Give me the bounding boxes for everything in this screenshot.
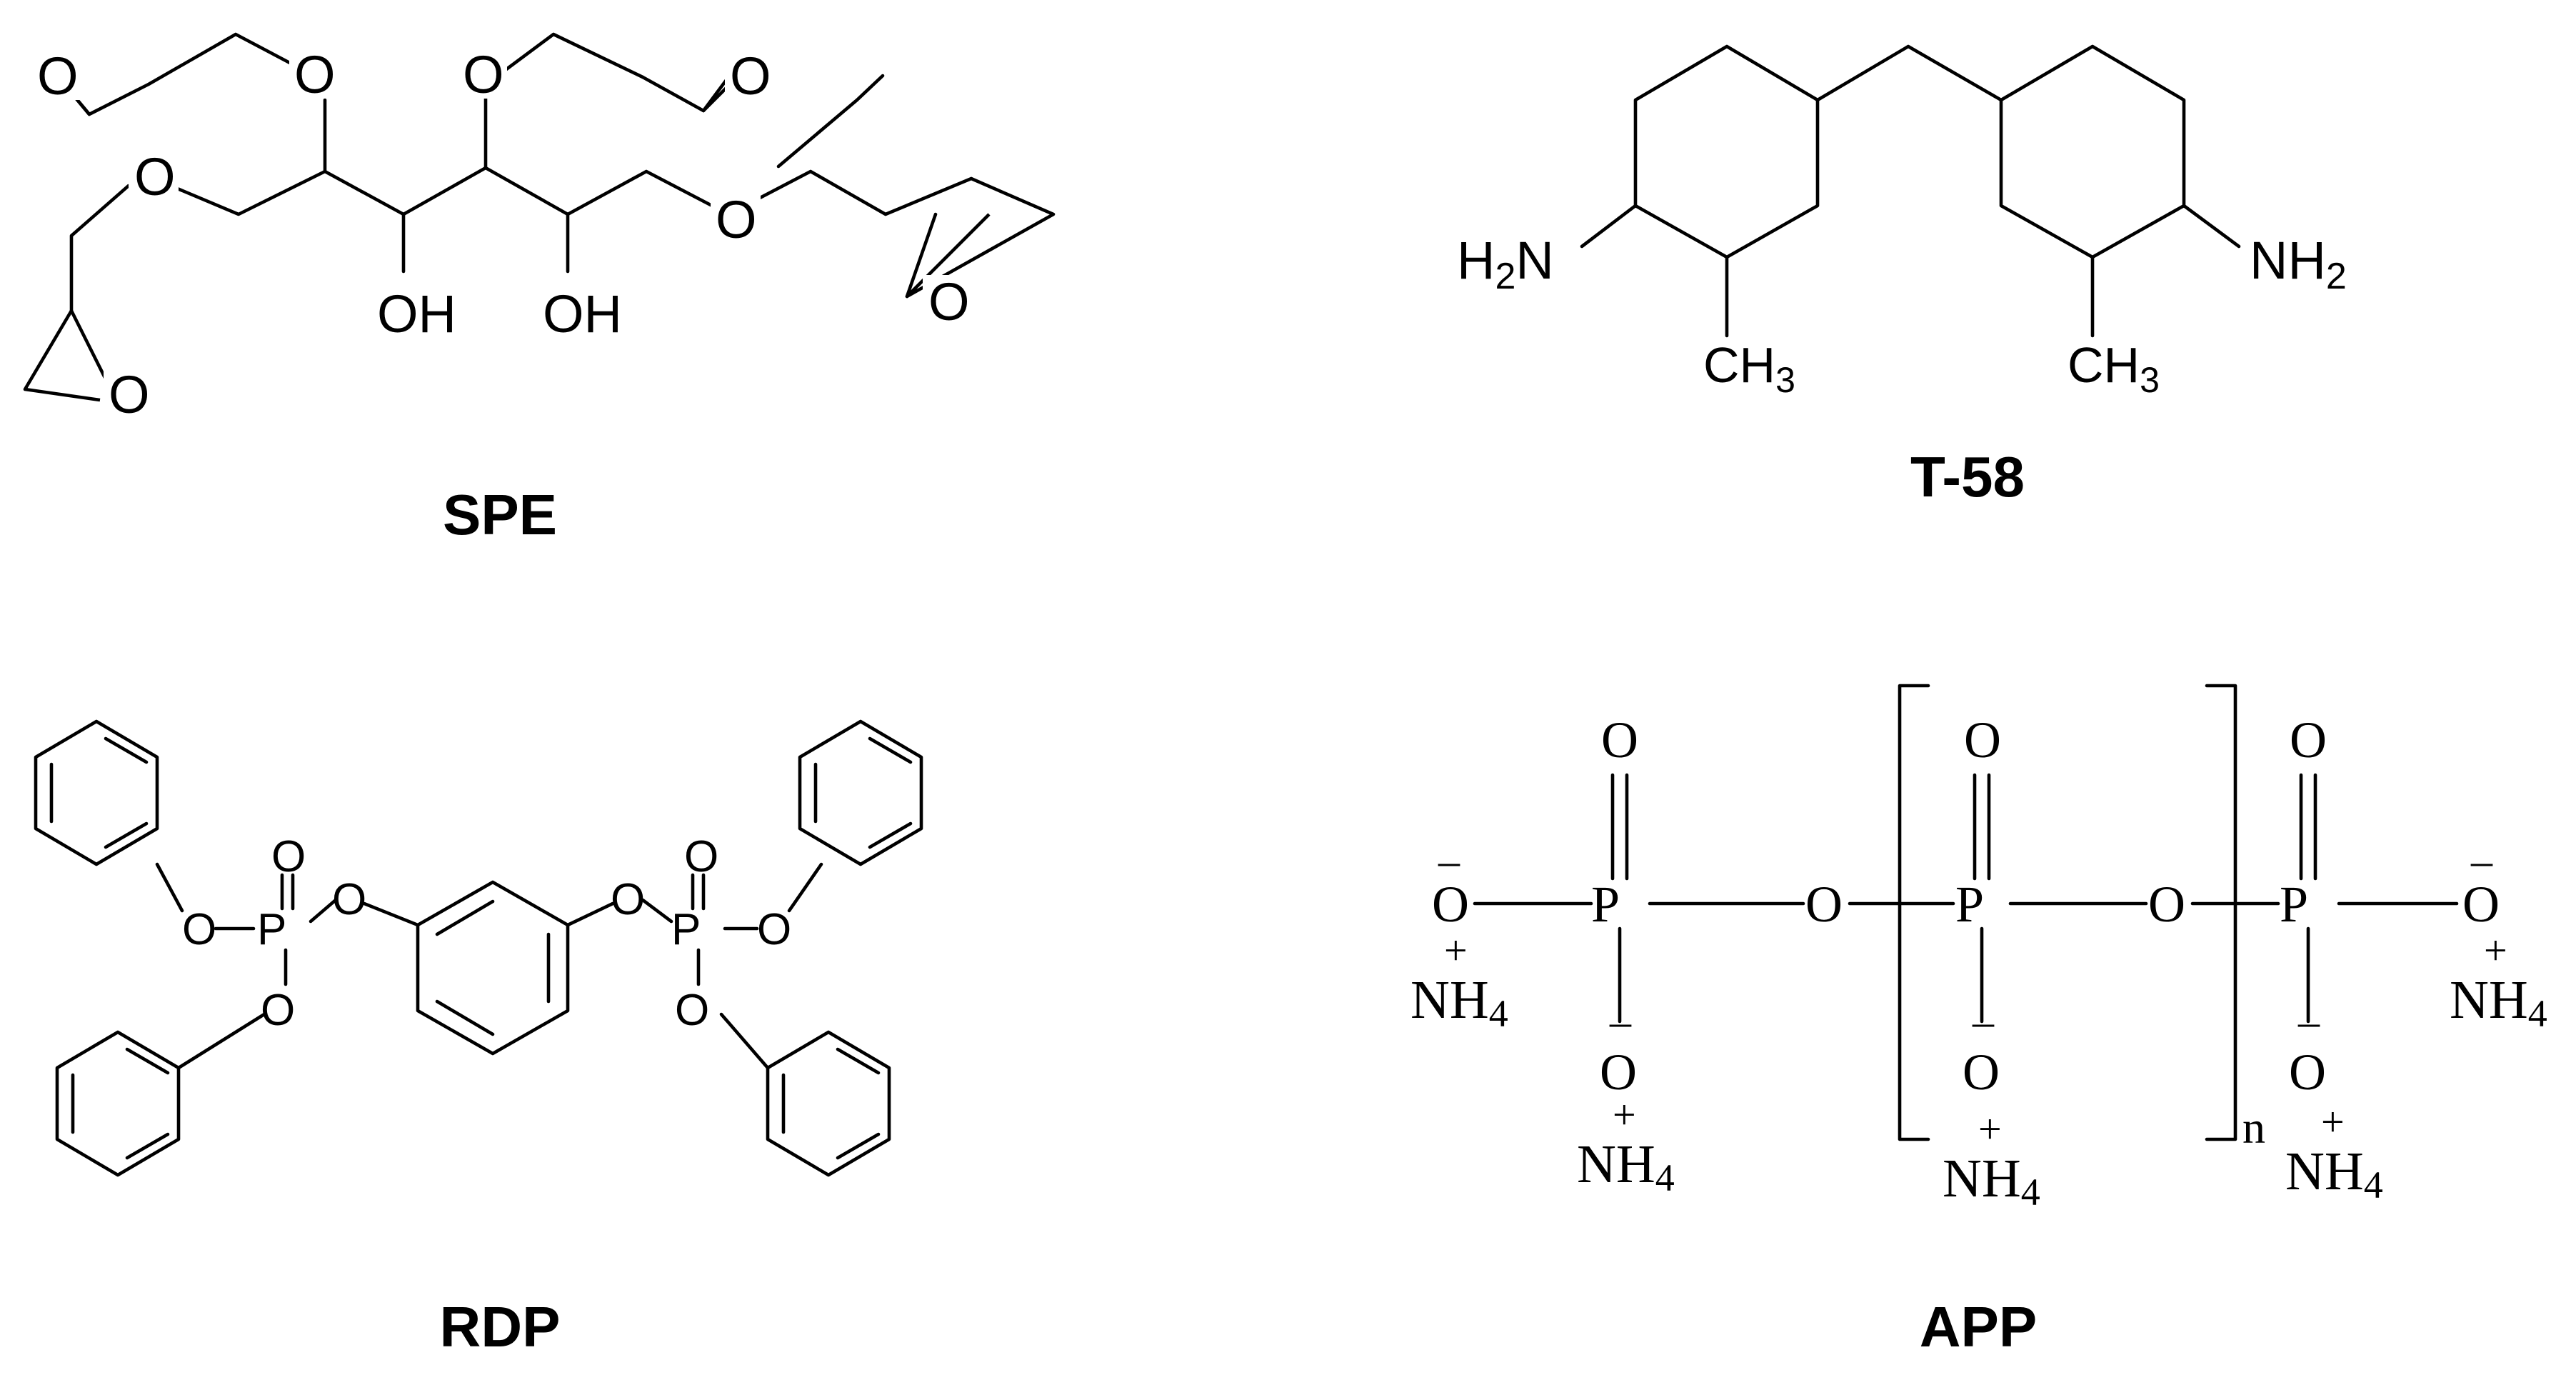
- app-ammonium: NH4: [2285, 1141, 2383, 1206]
- app-ammonium: NH4: [1943, 1149, 2040, 1214]
- spe-epoxide-rings: [23, 70, 1055, 402]
- app-atom-labels: P P P O O O O O O – O – O – O – O – + NH…: [1410, 711, 2547, 1214]
- spe-hydroxyl-label: OH: [543, 284, 622, 344]
- t58-amine-left-subscript: 2: [1495, 256, 1515, 297]
- app-repeat-n: n: [2242, 1102, 2265, 1153]
- app-phosphorus-label: P: [2280, 876, 2308, 933]
- rdp-phosphorus-label: P: [671, 905, 701, 954]
- rdp-oxygen-label: O: [182, 905, 216, 954]
- spe-atom-labels: O O O O O O O O OH OH: [32, 45, 973, 424]
- app-ammonium-subscript: 4: [1489, 992, 1508, 1035]
- app-ammonium-subscript: 4: [1655, 1156, 1675, 1199]
- spe-oxygen-label: O: [294, 45, 336, 104]
- rdp-title: RDP: [440, 1295, 561, 1359]
- rdp-oxygen-label: O: [271, 832, 306, 881]
- rdp-oxygen-label: O: [332, 875, 366, 924]
- rdp-structure: O P O O O O P O O O RDP: [34, 719, 923, 1359]
- spe-oxygen-label: O: [928, 272, 970, 331]
- rdp-bonds: [34, 719, 923, 1177]
- app-minus-sign: –: [1609, 998, 1632, 1045]
- app-plus-sign: +: [1978, 1106, 2002, 1152]
- t58-amine-left-n: N: [1515, 231, 1553, 290]
- app-ammonium: NH4: [1410, 970, 1508, 1035]
- t58-amine-left-h: H2N: [1457, 231, 1554, 297]
- app-minus-sign: –: [2470, 837, 2493, 884]
- app-oxygen-label: O: [2462, 876, 2500, 933]
- rdp-phosphorus-label: P: [257, 905, 286, 954]
- t58-bonds: [1580, 44, 2241, 338]
- app-plus-sign: +: [1613, 1091, 1636, 1138]
- spe-title: SPE: [443, 483, 557, 546]
- app-bonds: [1473, 684, 2459, 1141]
- t58-atom-labels: H2N NH2 CH3 CH3: [1457, 231, 2347, 400]
- spe-oxygen-label: O: [730, 46, 771, 106]
- app-ammonium-text: NH: [1577, 1134, 1655, 1194]
- app-oxygen-label: O: [1805, 876, 1843, 933]
- app-oxygen-label: O: [1601, 711, 1638, 769]
- t58-methyl-right-text: CH: [2068, 337, 2140, 393]
- app-phosphorus-label: P: [1591, 876, 1620, 933]
- rdp-oxygen-label: O: [261, 986, 295, 1035]
- spe-structure: O O O O O O O O OH OH SPE: [23, 32, 1056, 546]
- app-ammonium: NH4: [1577, 1134, 1675, 1199]
- app-oxygen-label: O: [1964, 711, 2001, 769]
- t58-methyl-left-text: CH: [1703, 337, 1775, 393]
- app-phosphorus-label: P: [1955, 876, 1984, 933]
- app-ammonium: NH4: [2450, 970, 2547, 1035]
- app-minus-sign: –: [2297, 998, 2320, 1045]
- spe-oxygen-label: O: [37, 46, 79, 106]
- app-ammonium-text: NH: [2450, 970, 2528, 1030]
- spe-oxygen-label: O: [109, 365, 150, 424]
- t58-methyl-left: CH3: [1703, 337, 1795, 400]
- app-ammonium-text: NH: [2285, 1141, 2364, 1201]
- app-ammonium-subscript: 4: [2021, 1171, 2040, 1214]
- app-title: APP: [1920, 1295, 2038, 1359]
- spe-oxygen-label: O: [463, 45, 504, 104]
- spe-oxygen-label: O: [716, 190, 757, 249]
- t58-amine-left-h-text: H: [1457, 231, 1495, 290]
- app-oxygen-label: O: [1432, 876, 1469, 933]
- t58-methyl-left-subscript: 3: [1775, 360, 1795, 400]
- app-oxygen-label: O: [2290, 711, 2327, 769]
- app-oxygen-label: O: [2148, 876, 2185, 933]
- spe-oxygen-label: O: [134, 147, 176, 206]
- app-ammonium-text: NH: [1943, 1149, 2021, 1209]
- app-oxygen-label: O: [1963, 1044, 2000, 1101]
- t58-methyl-right-subscript: 3: [2140, 360, 2160, 400]
- t58-title: T-58: [1910, 445, 2025, 509]
- app-oxygen-label: O: [2289, 1044, 2326, 1101]
- app-ammonium-subscript: 4: [2364, 1164, 2383, 1206]
- app-plus-sign: +: [1444, 927, 1468, 974]
- spe-bonds: [69, 32, 1056, 313]
- app-ammonium-text: NH: [1410, 970, 1489, 1030]
- t58-amine-right-text: NH: [2250, 231, 2326, 290]
- app-oxygen-label: O: [1600, 1044, 1637, 1101]
- rdp-oxygen-label: O: [611, 875, 645, 924]
- app-minus-sign: –: [1972, 998, 1995, 1045]
- t58-amine-right-subscript: 2: [2326, 256, 2347, 297]
- app-ammonium-subscript: 4: [2528, 992, 2547, 1035]
- rdp-oxygen-label: O: [684, 832, 718, 881]
- rdp-atom-labels: O P O O O O P O O O: [182, 832, 791, 1035]
- app-plus-sign: +: [2321, 1099, 2345, 1145]
- t58-amine-right: NH2: [2250, 231, 2347, 297]
- spe-hydroxyl-label: OH: [377, 284, 456, 344]
- app-minus-sign: –: [1438, 837, 1460, 884]
- rdp-oxygen-label: O: [675, 986, 709, 1035]
- t58-methyl-right: CH3: [2068, 337, 2160, 400]
- app-plus-sign: +: [2484, 927, 2507, 974]
- app-structure: P P P O O O O O O – O – O – O – O – + NH…: [1410, 684, 2547, 1359]
- rdp-oxygen-label: O: [757, 905, 791, 954]
- t58-structure: H2N NH2 CH3 CH3 T-58: [1457, 44, 2347, 509]
